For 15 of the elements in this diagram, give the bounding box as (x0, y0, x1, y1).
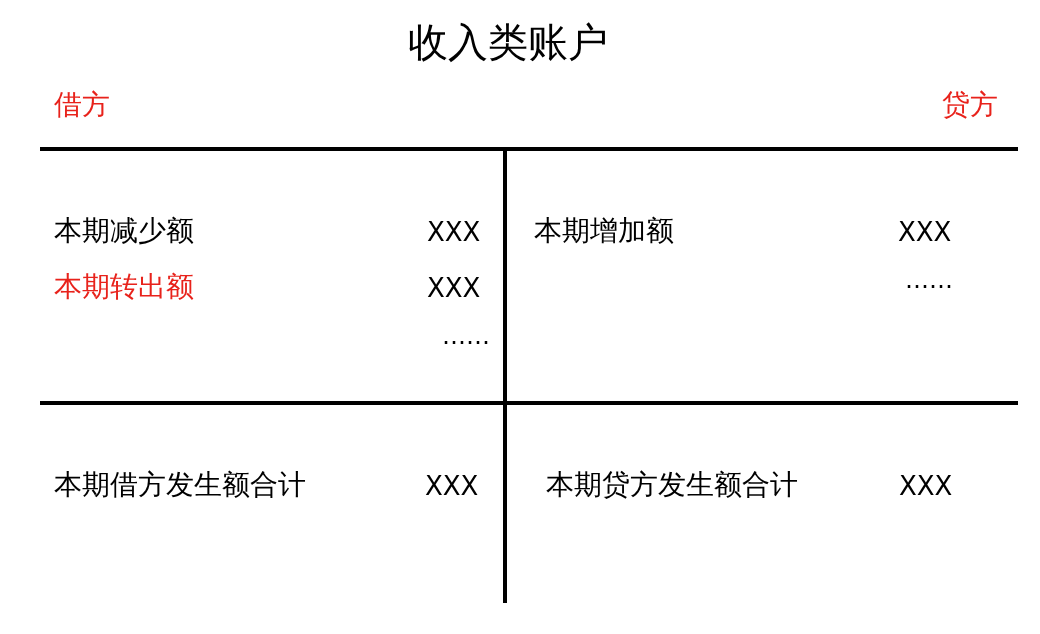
ellipsis: …… (442, 324, 490, 348)
amount: XXX (425, 473, 479, 499)
amount: XXX (898, 219, 952, 245)
amount: XXX (899, 473, 953, 499)
ellipsis: …… (905, 268, 953, 292)
side-heading: 贷方 (942, 91, 998, 119)
total-label: 本期借方发生额合计 (54, 471, 306, 499)
entry-label: 本期减少额 (54, 217, 194, 245)
total-label: 本期贷方发生额合计 (546, 471, 798, 499)
entry-label: 本期增加额 (534, 217, 674, 245)
entry-label: 本期转出额 (54, 273, 194, 301)
amount: XXX (427, 219, 481, 245)
amount: XXX (427, 275, 481, 301)
title: 收入类账户 (408, 22, 608, 62)
side-heading: 借方 (54, 91, 110, 119)
